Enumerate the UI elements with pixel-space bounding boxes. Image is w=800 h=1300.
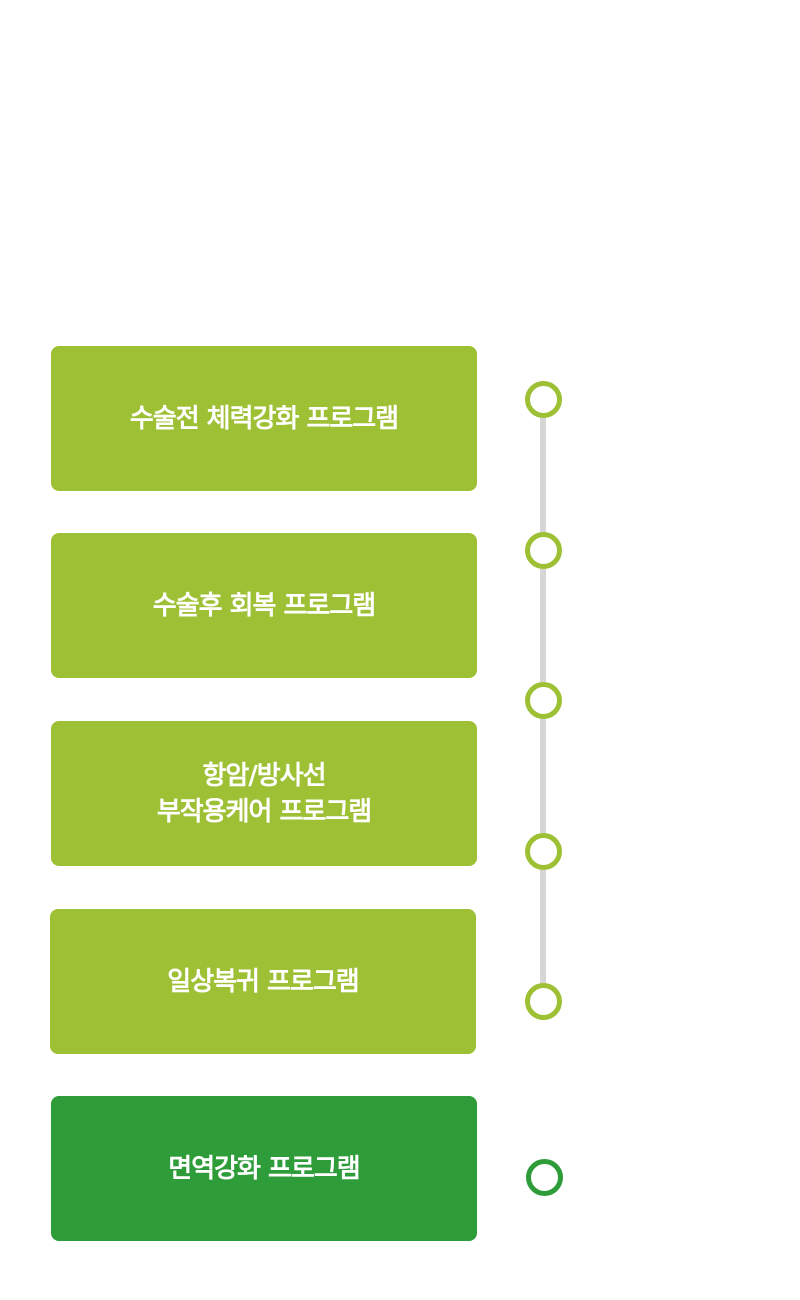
program-card-daily-return[interactable]: 일상복귀 프로그램 — [50, 909, 476, 1054]
program-label: 수술전 체력강화 프로그램 — [129, 403, 399, 434]
program-card-pre-surgery[interactable]: 수술전 체력강화 프로그램 — [51, 346, 477, 491]
timeline-node[interactable] — [525, 833, 562, 870]
program-card-post-surgery[interactable]: 수술후 회복 프로그램 — [51, 533, 477, 678]
timeline-node[interactable] — [526, 1159, 563, 1196]
program-label: 면역강화 프로그램 — [168, 1153, 360, 1184]
program-label: 일상복귀 프로그램 — [167, 966, 359, 997]
timeline-node[interactable] — [525, 983, 562, 1020]
timeline-node[interactable] — [525, 381, 562, 418]
program-label: 항암/방사선 부작용케어 프로그램 — [156, 760, 372, 827]
program-label: 수술후 회복 프로그램 — [152, 590, 376, 621]
timeline-node[interactable] — [525, 682, 562, 719]
program-card-immunity[interactable]: 면역강화 프로그램 — [51, 1096, 477, 1241]
timeline-node[interactable] — [525, 532, 562, 569]
program-card-chemo-radiation[interactable]: 항암/방사선 부작용케어 프로그램 — [51, 721, 477, 866]
